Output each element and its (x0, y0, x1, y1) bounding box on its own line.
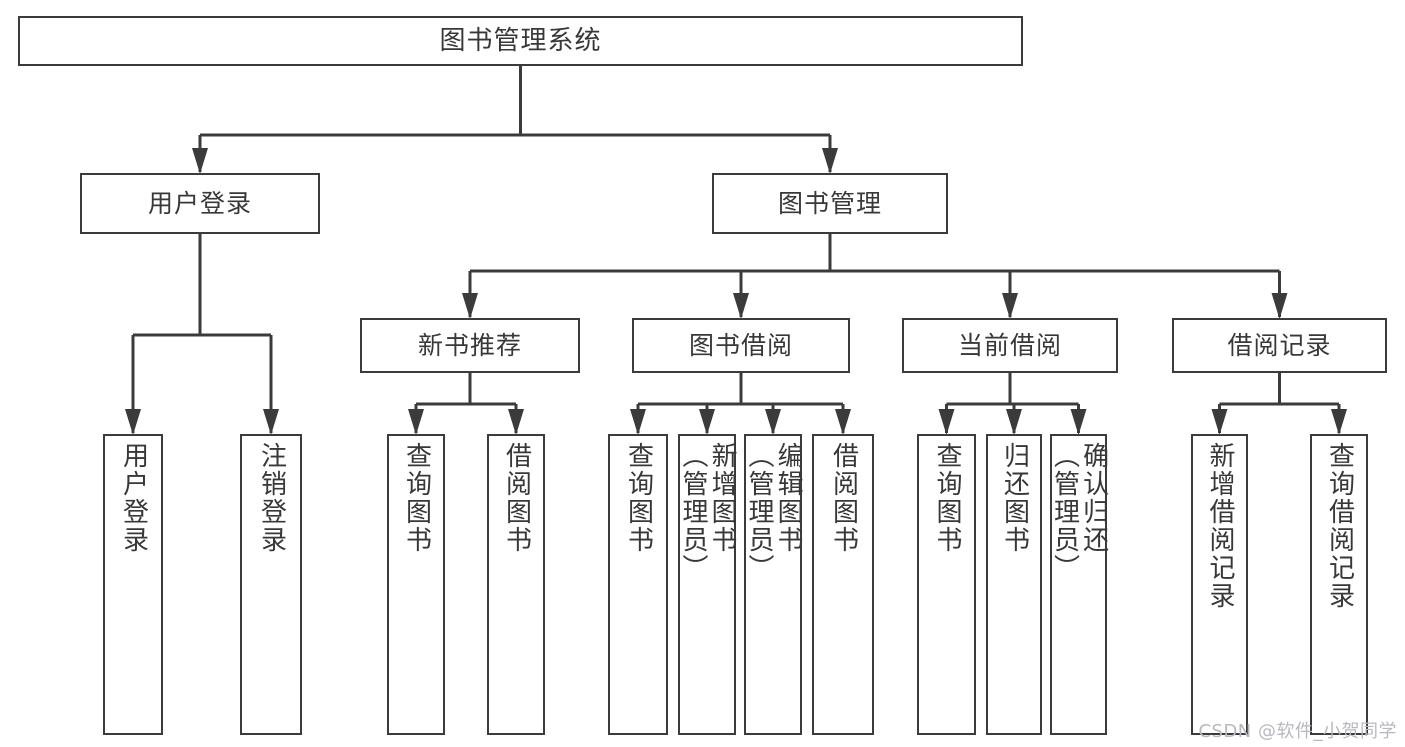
node-label: 编辑图书 （管理员） (744, 442, 804, 582)
node-borrow-records[interactable]: 借阅记录 (1172, 318, 1387, 373)
leaf-add-borrow-record[interactable]: 新增借阅记录 (1191, 434, 1248, 735)
leaf-confirm-return-admin[interactable]: 确认归还 （管理员） (1049, 434, 1109, 735)
node-label: 新增图书 （管理员） (678, 442, 738, 582)
node-label: 确认归还 （管理员） (1049, 442, 1109, 582)
node-label: 当前借阅 (957, 330, 1062, 360)
node-label: 借阅记录 (1227, 330, 1332, 360)
node-label: 归还图书 (999, 442, 1030, 554)
leaf-query-borrow-record[interactable]: 查询借阅记录 (1310, 434, 1368, 735)
node-book-management[interactable]: 图书管理 (712, 173, 948, 234)
leaf-add-book-admin[interactable]: 新增图书 （管理员） (678, 434, 738, 735)
node-label: 查询图书 (932, 442, 963, 554)
node-label: 图书管理系统 (439, 25, 602, 56)
leaf-query-book-recommend[interactable]: 查询图书 (387, 434, 445, 735)
node-label: 查询图书 (401, 442, 432, 554)
node-label: 用户登录 (147, 188, 252, 218)
node-label: 新增借阅记录 (1205, 442, 1236, 610)
leaf-borrow-book[interactable]: 借阅图书 (812, 434, 874, 735)
leaf-borrow-book-recommend[interactable]: 借阅图书 (487, 434, 545, 735)
node-user-login[interactable]: 用户登录 (80, 173, 320, 234)
node-label: 图书借阅 (688, 330, 793, 360)
node-label: 注销登录 (256, 442, 287, 554)
watermark: CSDN @软件_小贺同学 (1198, 721, 1397, 742)
leaf-edit-book-admin[interactable]: 编辑图书 （管理员） (744, 434, 804, 735)
node-book-borrowing[interactable]: 图书借阅 (632, 318, 850, 373)
node-label: 借阅图书 (828, 442, 859, 554)
leaf-query-book-borrowing[interactable]: 查询图书 (608, 434, 668, 735)
leaf-user-login[interactable]: 用户登录 (103, 434, 163, 735)
node-label: 新书推荐 (417, 330, 522, 360)
leaf-query-book-current[interactable]: 查询图书 (917, 434, 976, 735)
node-label: 用户登录 (118, 442, 149, 554)
node-current-borrowing[interactable]: 当前借阅 (902, 318, 1118, 373)
node-label: 图书管理 (777, 188, 882, 218)
node-label: 借阅图书 (501, 442, 532, 554)
leaf-logout[interactable]: 注销登录 (240, 434, 302, 735)
node-label: 查询图书 (623, 442, 654, 554)
node-label: 查询借阅记录 (1324, 442, 1355, 610)
node-new-book-recommendation[interactable]: 新书推荐 (360, 318, 580, 373)
node-root-system[interactable]: 图书管理系统 (18, 16, 1023, 66)
leaf-return-book[interactable]: 归还图书 (986, 434, 1042, 735)
